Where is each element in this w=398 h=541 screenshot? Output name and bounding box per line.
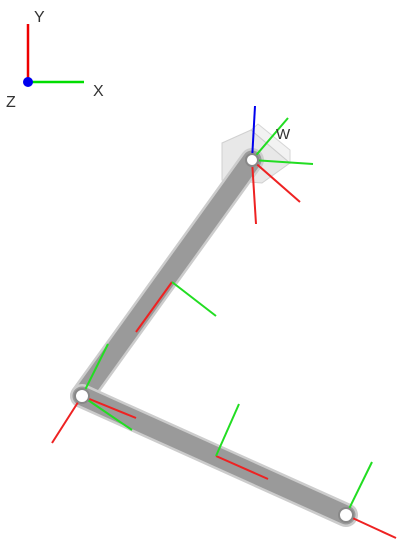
link-upper-arm[interactable]	[70, 148, 264, 408]
gizmo-z-axis	[23, 77, 33, 87]
gizmo-z-label: Z	[6, 94, 16, 111]
elbow-frame	[51, 343, 137, 444]
end-effector-joint[interactable]	[338, 507, 354, 523]
world-frame-label: W	[276, 126, 291, 143]
gizmo-y-label: Y	[34, 9, 45, 26]
link-forearm-frame	[215, 403, 269, 480]
link-upper-arm-frame	[135, 281, 217, 333]
link-forearm[interactable]	[70, 384, 358, 527]
end-effector-frame	[345, 461, 397, 539]
gizmo-x-label: X	[93, 83, 104, 100]
world-frame: W	[251, 105, 314, 225]
elbow-joint[interactable]	[74, 388, 90, 404]
orientation-gizmo: Y X Z	[6, 9, 104, 111]
base-joint[interactable]	[245, 153, 259, 167]
